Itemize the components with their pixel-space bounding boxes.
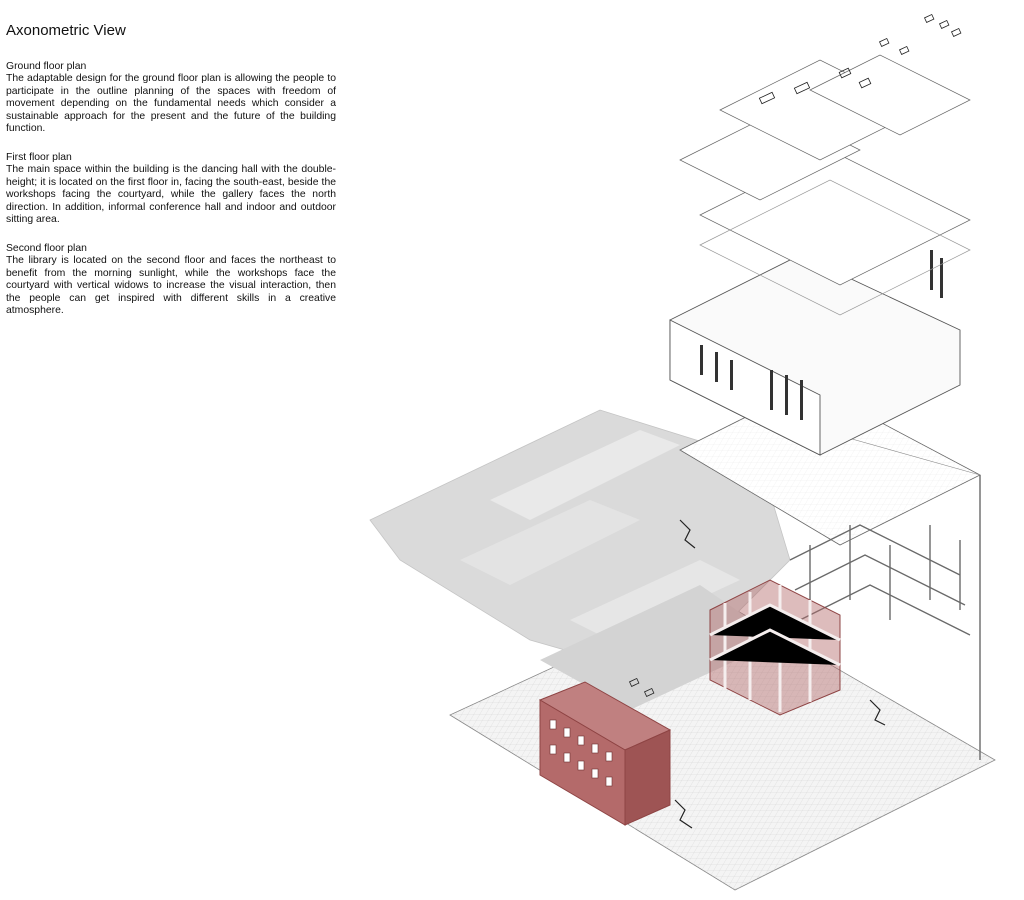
roof-layers xyxy=(679,54,971,316)
ground-floor-text: The adaptable design for the ground floo… xyxy=(6,73,336,135)
shadow-floor-plate xyxy=(369,409,791,710)
staircases xyxy=(674,519,886,829)
second-floor-description: Second floor plan The library is located… xyxy=(6,243,336,317)
brick-building xyxy=(538,681,672,826)
upper-building xyxy=(669,250,961,456)
first-floor-heading: First floor plan xyxy=(6,152,72,163)
ground-floor-description: Ground floor plan The adaptable design f… xyxy=(6,61,336,135)
skylights xyxy=(628,13,962,697)
second-floor-heading: Second floor plan xyxy=(6,243,87,254)
first-floor-text: The main space within the building is th… xyxy=(6,164,336,226)
brick-frame xyxy=(709,579,841,716)
structural-frame xyxy=(789,475,981,760)
axonometric-drawing xyxy=(369,13,996,891)
page-title: Axonometric View xyxy=(6,22,126,39)
ground-floor-heading: Ground floor plan xyxy=(6,61,87,72)
second-floor-text: The library is located on the second flo… xyxy=(6,255,336,317)
first-floor-description: First floor plan The main space within t… xyxy=(6,152,336,226)
